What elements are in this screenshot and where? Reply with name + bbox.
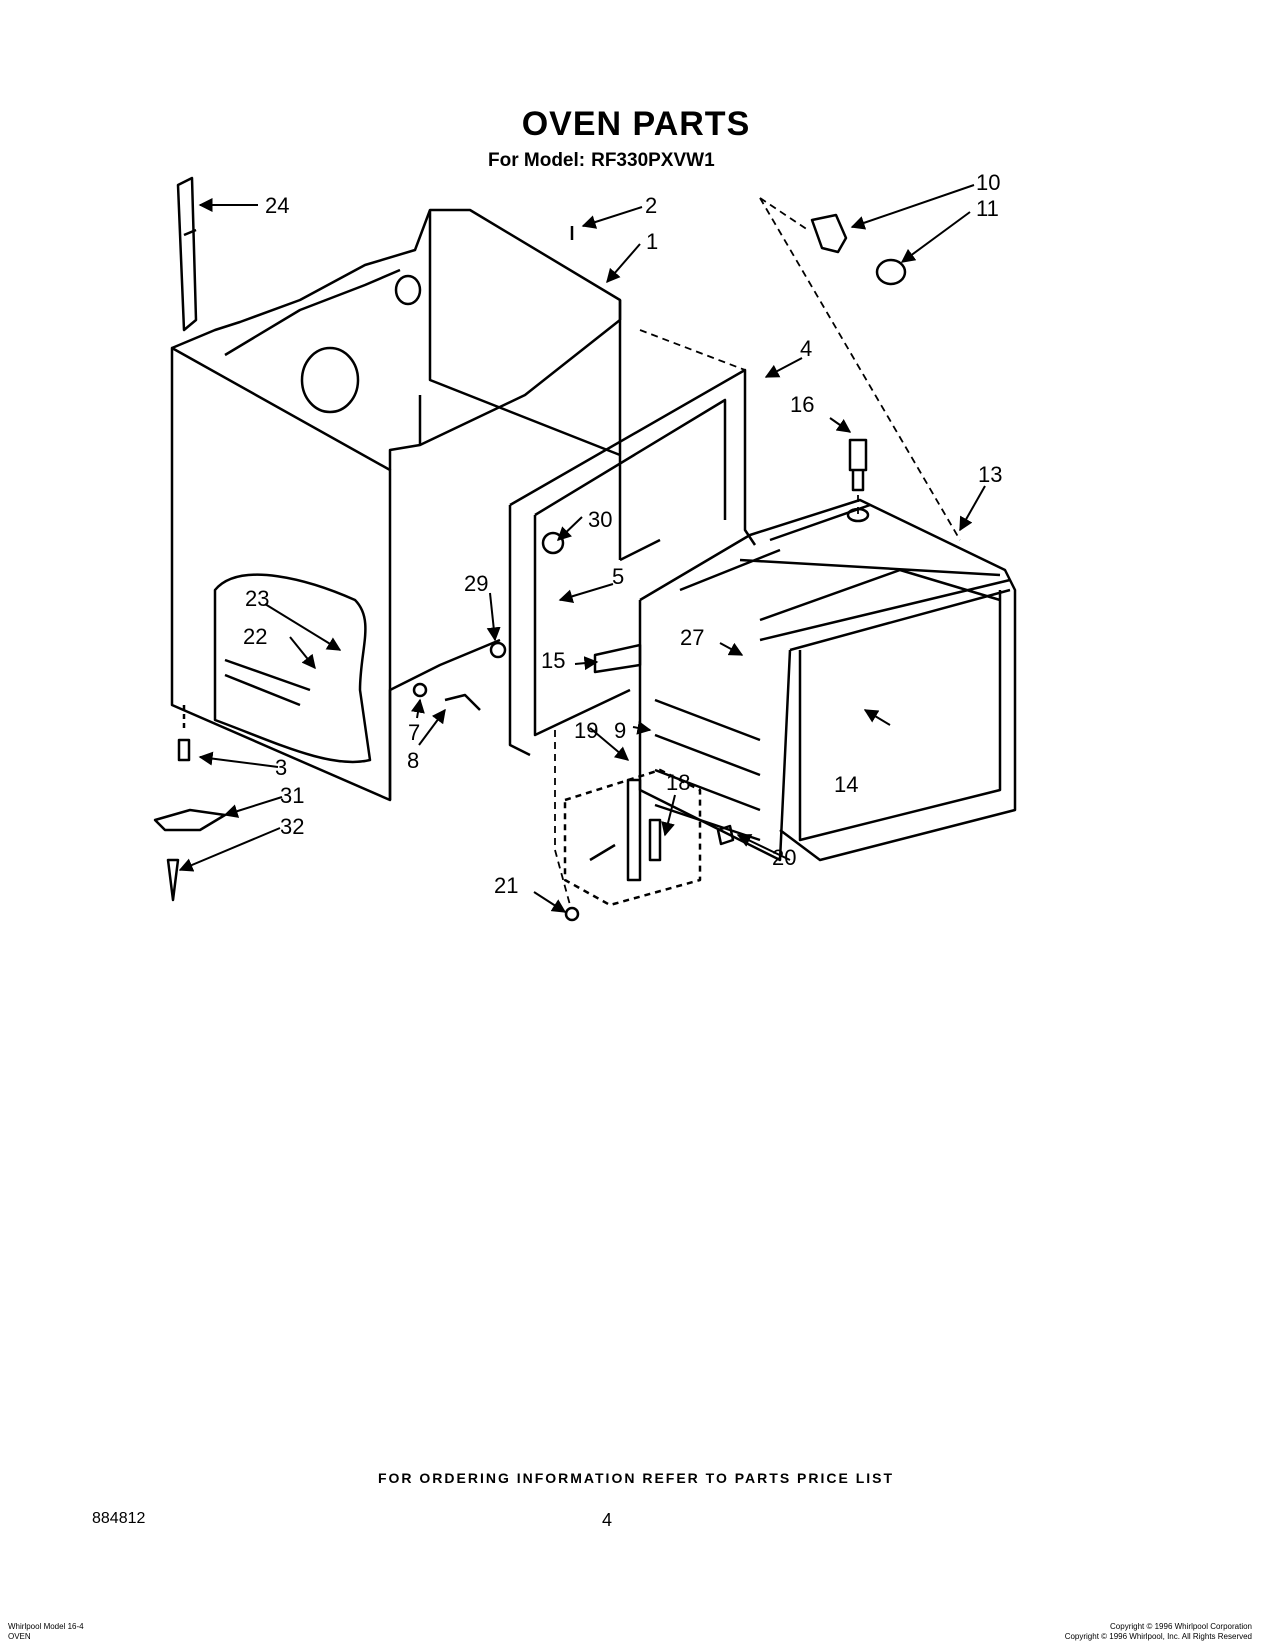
model-label: For Model: (488, 150, 586, 171)
footer-left-note: Whirlpool Model 16-4 OVEN (8, 1622, 84, 1642)
cabinet-body (170, 208, 622, 802)
document-number: 884812 (92, 1510, 146, 1527)
page-title: OVEN PARTS (521, 105, 751, 143)
nut-part (412, 682, 428, 698)
copyright-note: Copyright © 1996 Whirlpool Corporation C… (1065, 1622, 1252, 1642)
washer-part (564, 906, 580, 922)
copyright-line-2: Copyright © 1996 Whirlpool, Inc. All Rig… (1064, 1632, 1252, 1641)
hinge-part (593, 643, 642, 674)
callout-4: 4 (800, 336, 812, 361)
footer-left-line-2: OVEN (8, 1632, 31, 1641)
callout-3: 3 (275, 755, 287, 780)
callout-19: 19 (574, 718, 598, 743)
assembly-lines (554, 197, 961, 906)
callout-15: 15 (541, 648, 565, 673)
callout-1: 1 (646, 229, 658, 254)
model-subtitle: For Model:RF330PXVW1 (488, 150, 721, 172)
callout-14: 14 (834, 772, 858, 797)
footer-left-line-1: Whirlpool Model 16-4 (8, 1622, 84, 1631)
page-number: 4 (602, 1510, 613, 1530)
callout-23: 23 (245, 586, 269, 611)
callout-22: 22 (243, 624, 267, 649)
callout-2: 2 (645, 193, 657, 218)
oven-cavity-part (638, 498, 1017, 862)
callout-16: 16 (790, 392, 814, 417)
bracket-assembly-part (563, 768, 702, 907)
leveling-leg-part (153, 705, 227, 902)
leader-lines (178, 184, 986, 913)
front-frame-part (508, 368, 757, 757)
callout-13: 13 (978, 462, 1002, 487)
callout-8: 8 (407, 748, 419, 773)
callout-32: 32 (280, 814, 304, 839)
side-trim-part (176, 176, 198, 332)
callout-9: 9 (614, 718, 626, 743)
lamp-assembly-part (810, 213, 907, 286)
callout-20: 20 (772, 845, 796, 870)
callout-5: 5 (612, 564, 624, 589)
callout-11: 11 (976, 196, 999, 221)
copyright-line-1: Copyright © 1996 Whirlpool Corporation (1110, 1622, 1252, 1631)
screw-part (716, 824, 735, 846)
callout-29: 29 (464, 571, 488, 596)
callout-10: 10 (976, 170, 1000, 195)
callout-7: 7 (408, 720, 420, 745)
model-number: RF330PXVW1 (591, 150, 715, 171)
light-socket-part (848, 438, 868, 492)
callout-21: 21 (494, 873, 518, 898)
callout-18: 18 (666, 770, 690, 795)
ordering-info: FOR ORDERING INFORMATION REFER TO PARTS … (377, 1470, 895, 1486)
clip-part (444, 693, 481, 711)
callout-24: 24 (265, 193, 289, 218)
callout-30: 30 (588, 507, 612, 532)
callout-27: 27 (680, 625, 704, 650)
grommet-part (489, 641, 507, 659)
callout-31: 31 (280, 783, 304, 808)
